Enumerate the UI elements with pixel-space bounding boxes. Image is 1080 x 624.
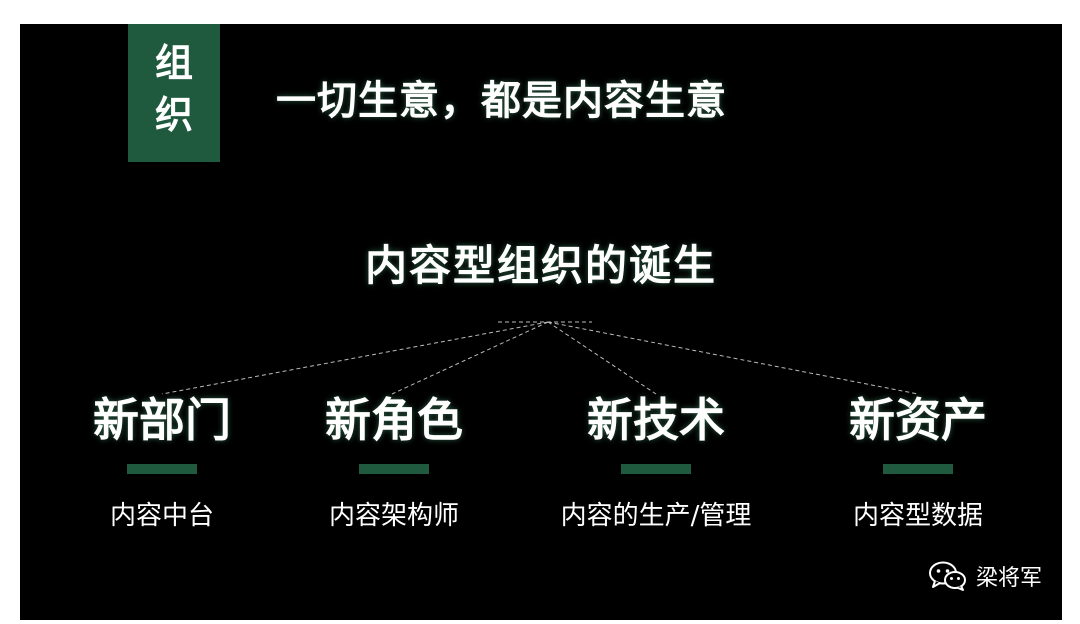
- connector-line-3: [547, 321, 657, 395]
- brand-watermark: 梁将军: [928, 560, 1042, 592]
- column-title: 新技术: [587, 393, 725, 447]
- section-tag: 组 织: [128, 24, 220, 162]
- column-accent-bar: [883, 464, 953, 474]
- column-subtitle: 内容的生产/管理: [560, 501, 752, 531]
- column-new-department: 新部门 内容中台: [42, 392, 282, 532]
- section-tag-line-2: 织: [154, 93, 193, 137]
- column-accent-bar: [359, 464, 429, 474]
- column-title: 新角色: [325, 393, 463, 447]
- wechat-icon: [928, 561, 966, 591]
- column-new-role: 新角色 内容架构师: [274, 392, 514, 532]
- column-subtitle: 内容中台: [109, 501, 214, 531]
- connector-lines: [161, 321, 919, 395]
- connector-line-1: [161, 321, 549, 395]
- headline: 一切生意，都是内容生意: [276, 78, 727, 124]
- column-subtitle: 内容型数据: [852, 501, 983, 531]
- column-new-technology: 新技术 内容的生产/管理: [536, 392, 776, 532]
- center-title: 内容型组织的诞生: [364, 241, 717, 290]
- column-new-asset: 新资产 内容型数据: [798, 392, 1038, 532]
- column-accent-bar: [127, 464, 197, 474]
- connector-line-4: [547, 321, 919, 395]
- column-title: 新部门: [93, 393, 231, 447]
- slide: 组 织 一切生意，都是内容生意 内容型组织的诞生 新部门 内容中台 新角色 内容…: [20, 24, 1062, 620]
- connector-line-2: [391, 321, 549, 395]
- column-accent-bar: [621, 464, 691, 474]
- column-subtitle: 内容架构师: [328, 501, 459, 531]
- section-tag-line-1: 组: [154, 41, 193, 85]
- brand-name: 梁将军: [975, 566, 1042, 591]
- column-title: 新资产: [849, 393, 987, 447]
